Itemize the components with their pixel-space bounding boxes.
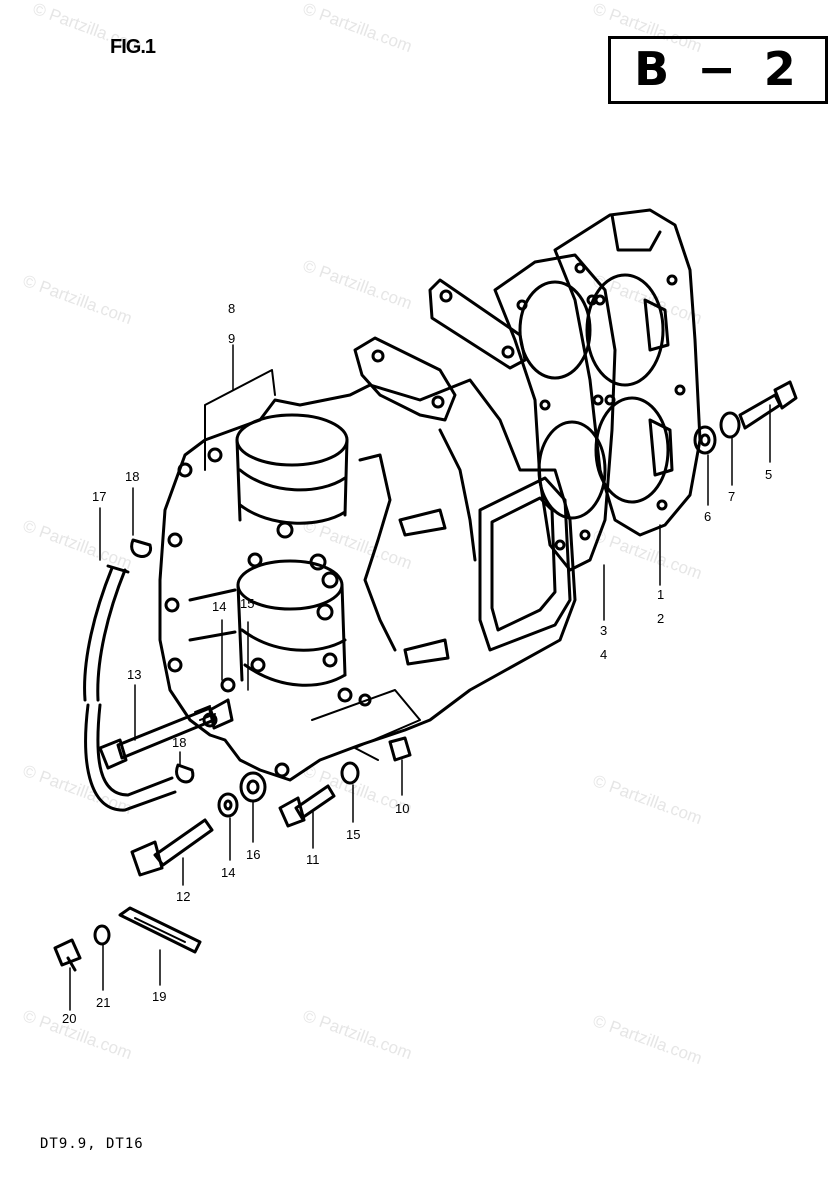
- hose-clip-bottom: [175, 763, 195, 784]
- callout-8: 8: [228, 301, 236, 316]
- bolt-part-5: [738, 380, 798, 430]
- bolt-part-11: [278, 784, 336, 828]
- leader-lines: [69, 344, 771, 1011]
- callout-bracket-8-9: [204, 369, 276, 471]
- callout-19: 19: [152, 989, 167, 1004]
- callout-5: 5: [765, 467, 773, 482]
- head-gasket: [493, 253, 617, 572]
- cylinder-head-cover: [553, 208, 702, 537]
- callout-4: 4: [600, 647, 608, 662]
- washer-part-7: [719, 411, 741, 439]
- washer-part-16: [239, 771, 267, 803]
- washer-part-6: [693, 425, 717, 455]
- figure-label: FIG.1: [110, 36, 156, 58]
- hose: [83, 566, 177, 812]
- callout-20: 20: [62, 1011, 77, 1026]
- callout-7: 7: [728, 489, 736, 504]
- callout-6: 6: [704, 509, 712, 524]
- washer-part-14: [217, 792, 239, 818]
- model-label: DT9.9, DT16: [40, 1136, 144, 1152]
- callout-15: 15: [240, 596, 255, 611]
- washer-part-21: [93, 924, 111, 946]
- plug: [388, 736, 412, 762]
- callout-bracket-10: [311, 689, 421, 761]
- callout-1: 1: [657, 587, 665, 602]
- washer-part-15: [340, 761, 360, 785]
- callout-14: 14: [212, 599, 227, 614]
- bolt-part-13: [98, 705, 216, 770]
- callout-11: 11: [306, 852, 320, 867]
- callout-12: 12: [176, 889, 191, 904]
- cover-plate: [118, 906, 202, 954]
- callout-18: 18: [172, 735, 187, 750]
- callout-15: 15: [346, 827, 361, 842]
- cylinder-block: [158, 278, 577, 782]
- callout-2: 2: [657, 611, 665, 626]
- callout-14: 14: [221, 865, 236, 880]
- callout-16: 16: [246, 847, 261, 862]
- callout-3: 3: [600, 623, 608, 638]
- section-code: B − 2: [634, 42, 802, 96]
- callout-21: 21: [96, 995, 111, 1010]
- bolt-part-12: [130, 818, 214, 877]
- callout-10: 10: [395, 801, 410, 816]
- hose-clip-top: [130, 538, 152, 558]
- section-code-box: B − 2: [608, 36, 828, 104]
- callout-13: 13: [127, 667, 142, 682]
- callout-18: 18: [125, 469, 140, 484]
- callout-9: 9: [228, 331, 236, 346]
- screw-part-20: [53, 938, 82, 972]
- callout-17: 17: [92, 489, 107, 504]
